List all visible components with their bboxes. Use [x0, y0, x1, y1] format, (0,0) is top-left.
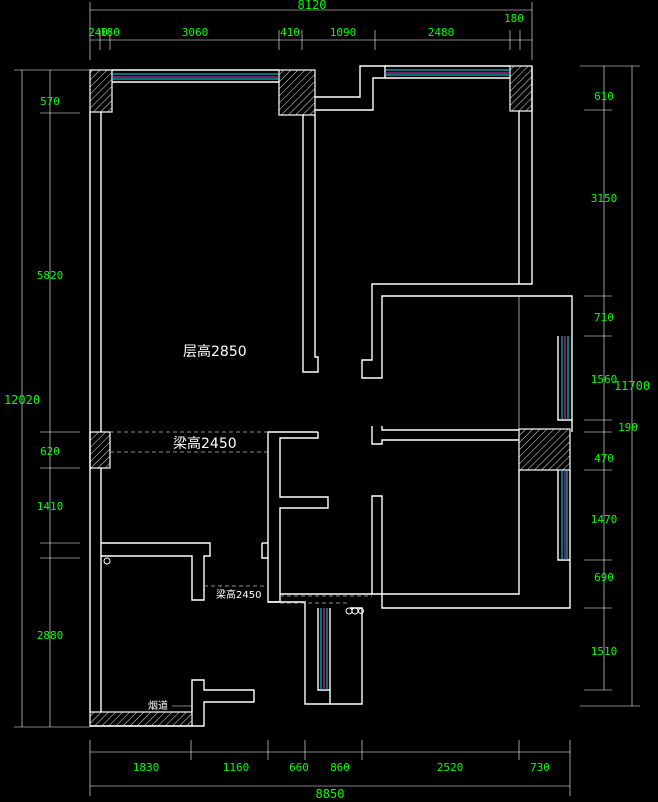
left-total-dimension: 12020: [4, 393, 40, 407]
flue-label: 烟道: [148, 699, 168, 712]
bottom-dimension-5: 2520: [437, 761, 464, 774]
column-left-mid: [89, 431, 111, 469]
floor-height-label: 层高2850: [183, 343, 247, 360]
drain-icon-1: [345, 607, 353, 615]
left-dimension-5: 2880: [37, 629, 64, 642]
drain-icon-2: [351, 607, 359, 615]
left-dimension-4: 1410: [37, 500, 64, 513]
top-dimension-1: 240: [88, 26, 108, 39]
column-top-middle: [278, 69, 316, 116]
top-dimension-3: 3060: [182, 26, 209, 39]
right-total-dimension: 11700: [614, 379, 650, 393]
column-bottom-left: [89, 711, 193, 727]
top-dimension-4: 410: [280, 26, 300, 39]
bottom-dimension-3: 660: [289, 761, 309, 774]
right-dimension-2: 3150: [591, 192, 618, 205]
top-dimension-6: 2480: [428, 26, 455, 39]
right-dimension-chain: 11700 610 3150 710 1560 190 470 1470 690…: [580, 65, 650, 707]
beam-height-label-small: 梁高2450: [216, 588, 261, 601]
right-dimension-6: 470: [594, 452, 614, 465]
fixtures: [103, 557, 364, 707]
bottom-total-dimension: 8850: [316, 787, 345, 801]
structural-columns: [89, 65, 571, 727]
column-top-left: [89, 69, 113, 113]
column-right-mid: [518, 428, 571, 471]
right-dimension-9: 1510: [591, 645, 618, 658]
walls: [89, 65, 573, 727]
right-dimension-7: 1470: [591, 513, 618, 526]
right-dimension-8: 690: [594, 571, 614, 584]
left-dimension-2: 5820: [37, 269, 64, 282]
bottom-dimension-2: 1160: [223, 761, 250, 774]
left-dimension-3: 620: [40, 445, 60, 458]
beam-height-label-main: 梁高2450: [173, 435, 237, 452]
bottom-dimension-chain: 1830 1160 660 860 2520 730 8850: [89, 740, 571, 801]
right-dimension-1: 610: [594, 90, 614, 103]
drain-icon-3: [358, 608, 364, 614]
column-top-right: [509, 65, 533, 112]
windows: [112, 69, 569, 690]
right-dimension-5: 190: [618, 421, 638, 434]
left-dimension-chain: 12020 570 5820 620 1410 2880: [4, 69, 90, 728]
pipe-icon: [103, 557, 111, 565]
left-dimension-1: 570: [40, 95, 60, 108]
bottom-dimension-4: 860: [330, 761, 350, 774]
beam-lines: [110, 296, 520, 604]
top-dimension-2: 180: [100, 26, 120, 39]
right-dimension-4: 1560: [591, 373, 618, 386]
right-dimension-3: 710: [594, 311, 614, 324]
top-dimension-5: 1090: [330, 26, 357, 39]
top-dimension-7: 180: [504, 12, 524, 25]
bottom-dimension-1: 1830: [133, 761, 160, 774]
top-dimension-chain: 8120 240 180 3060 410 1090 2480 180: [88, 0, 533, 60]
top-total-dimension: 8120: [298, 0, 327, 12]
bottom-dimension-6: 730: [530, 761, 550, 774]
